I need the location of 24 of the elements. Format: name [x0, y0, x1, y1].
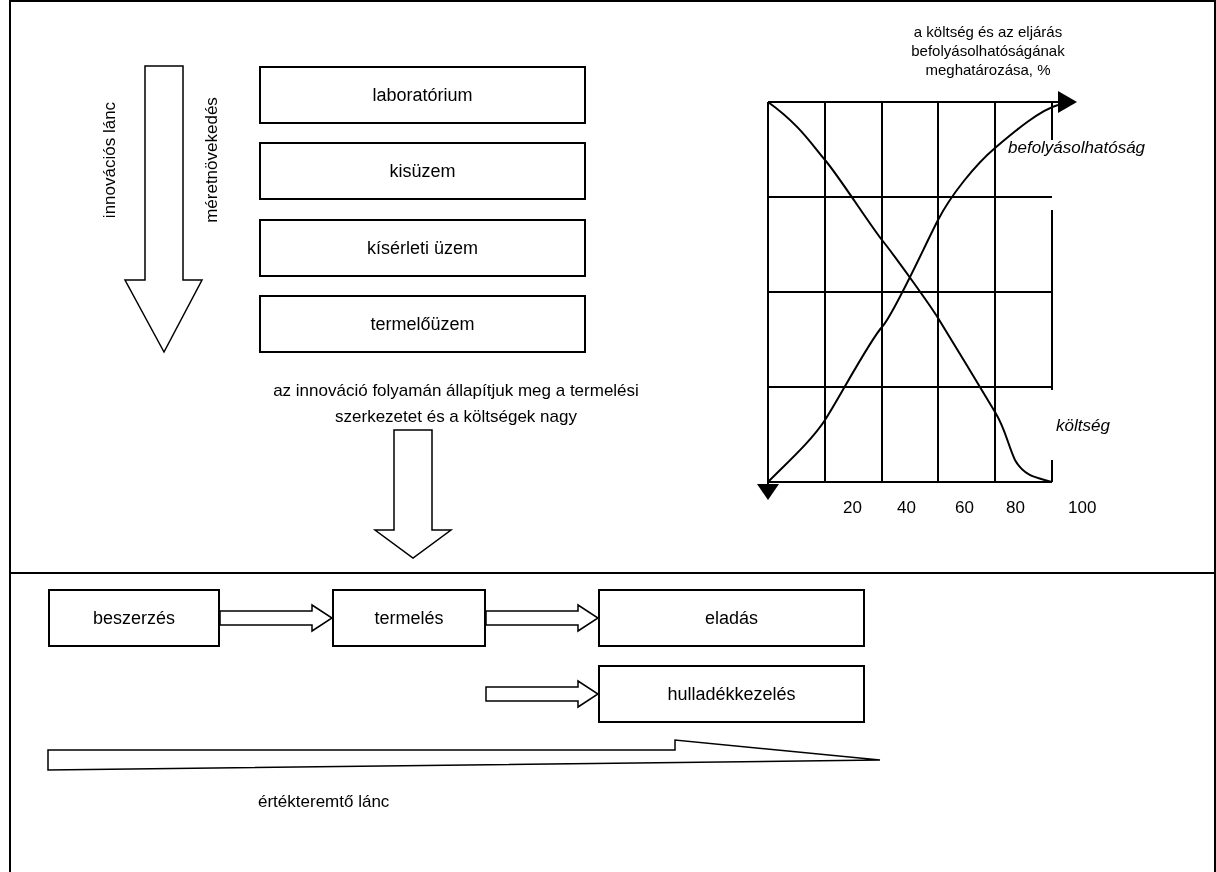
process-box: kísérleti üzem — [259, 219, 586, 277]
process-box: eladás — [598, 589, 865, 647]
series-label: befolyásolhatóság — [1008, 138, 1146, 158]
block-arrow — [372, 429, 454, 559]
block-arrow — [485, 603, 600, 633]
scale-label: méretnövekedés — [201, 97, 222, 223]
block-arrow — [219, 603, 334, 633]
tick-label: 80 — [1006, 498, 1025, 518]
chain-label: innovációs lánc — [100, 101, 121, 219]
series-label: költség — [1056, 416, 1110, 436]
chart-title: a költség és az eljárás befolyásolhatóságának meghatározása, % — [910, 22, 1066, 79]
process-box: beszerzés — [48, 589, 220, 647]
tick-label: 20 — [843, 498, 862, 518]
chain-label: értékteremtő lánc — [258, 792, 390, 812]
process-box: laboratórium — [259, 66, 586, 124]
process-box: termelőüzem — [259, 295, 586, 353]
note-text: az innováció folyamán állapítjuk meg a termelési szerkezetet és a költségek nagy — [236, 378, 676, 430]
block-arrow — [485, 679, 600, 709]
tick-label: 100 — [1068, 498, 1097, 518]
tick-label: 60 — [955, 498, 974, 518]
tick-label: 40 — [897, 498, 916, 518]
process-box: kisüzem — [259, 142, 586, 200]
process-box: termelés — [332, 589, 486, 647]
process-box: hulladékkezelés — [598, 665, 865, 723]
